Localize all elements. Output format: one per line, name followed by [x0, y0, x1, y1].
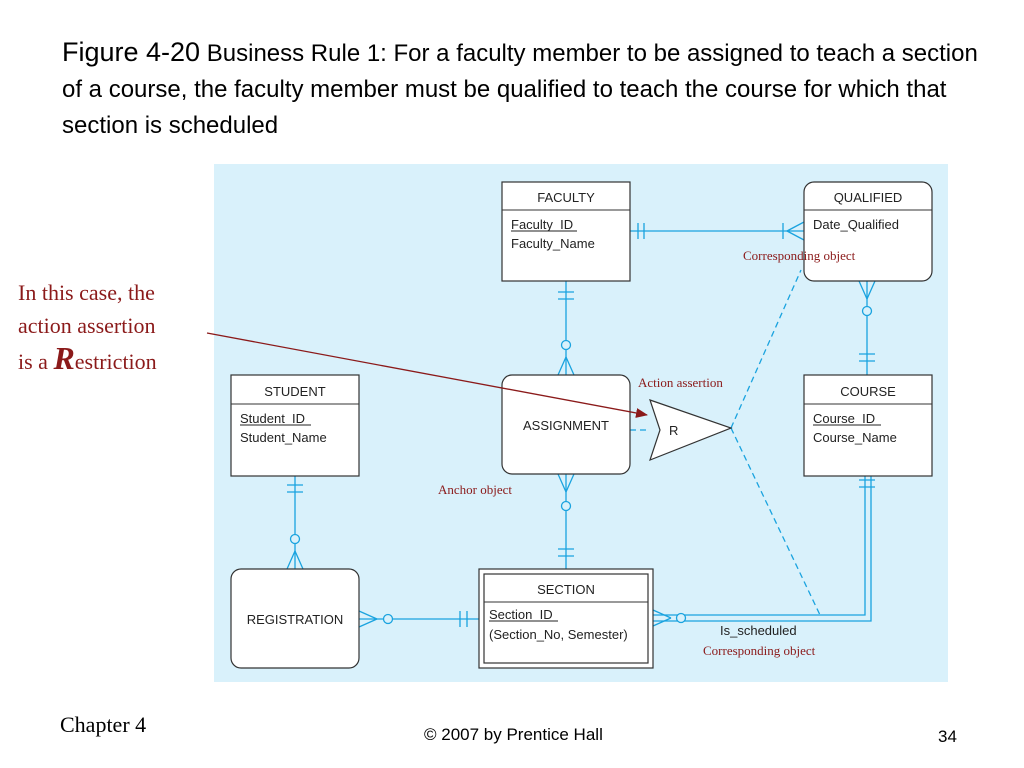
faculty-attr: Faculty_Name — [511, 236, 595, 251]
registration-optional-circle-right — [382, 613, 394, 625]
student-attr: Student_Name — [240, 430, 327, 445]
side-note: In this case, the action assertion is a … — [18, 276, 208, 378]
dashed-constraint-qualified — [730, 269, 802, 429]
course-one-mark-top — [859, 353, 875, 362]
annotation-corresponding-bottom: Corresponding object — [703, 643, 816, 658]
section-one-mark-top — [558, 548, 574, 557]
qualified-crowsfoot-bottom — [858, 280, 876, 300]
assignment-name: ASSIGNMENT — [523, 418, 609, 433]
section-optional-circle-right — [675, 612, 687, 624]
section-box-inner — [483, 573, 649, 664]
faculty-one-mark-bottom — [558, 291, 574, 300]
course-one-mark-bottom — [859, 479, 875, 488]
footer-chapter: Chapter 4 — [60, 712, 147, 737]
registration-crowsfoot-top — [286, 550, 304, 570]
constraint-letter: R — [669, 423, 678, 438]
annotation-action-assertion: Action assertion — [638, 375, 723, 390]
section-one-mark-left — [459, 611, 468, 627]
faculty-one-mark — [637, 223, 645, 239]
qualified-name: QUALIFIED — [834, 190, 903, 205]
assignment-crowsfoot-top — [557, 356, 575, 376]
annotation-anchor-object: Anchor object — [438, 482, 512, 497]
side-note-line-3: is a Restriction — [18, 342, 208, 378]
assignment-crowsfoot-bottom — [557, 473, 575, 493]
side-note-big-letter: R — [53, 340, 75, 376]
side-note-suffix: estriction — [74, 349, 157, 374]
section-name: SECTION — [537, 582, 595, 597]
faculty-name: FACULTY — [537, 190, 595, 205]
assignment-box — [501, 374, 631, 475]
qualified-attr: Date_Qualified — [813, 217, 899, 232]
qualified-box — [803, 181, 933, 282]
section-key: Section_ID — [489, 607, 553, 622]
is-scheduled-label: Is_scheduled — [720, 623, 797, 638]
side-note-line-1: In this case, the — [18, 280, 155, 305]
student-one-mark — [287, 484, 303, 493]
student-name: STUDENT — [264, 384, 325, 399]
registration-name: REGISTRATION — [247, 612, 344, 627]
side-note-prefix: is a — [18, 349, 54, 374]
constraint-symbol — [649, 399, 733, 462]
rel-section-course — [653, 476, 872, 622]
assignment-optional-circle-top — [560, 339, 572, 351]
annotation-arrow — [206, 332, 648, 418]
registration-optional-circle — [289, 533, 301, 545]
side-note-line-2: action assertion — [18, 313, 156, 338]
annotation-corresponding-top: Corresponding object — [743, 248, 856, 263]
section-box-outer — [478, 568, 654, 669]
course-attr: Course_Name — [813, 430, 897, 445]
faculty-key: Faculty_ID — [511, 217, 573, 232]
course-key: Course_ID — [813, 411, 875, 426]
figure-caption: Business Rule 1: For a faculty member to… — [62, 40, 978, 139]
assignment-optional-circle-bottom — [560, 500, 572, 512]
qualified-crowsfoot — [782, 221, 805, 241]
course-name: COURSE — [840, 384, 896, 399]
section-crowsfoot-right — [652, 609, 672, 627]
footer-page-number: 34 — [938, 727, 957, 746]
registration-crowsfoot-right — [358, 610, 378, 628]
figure-number: Figure 4-20 — [62, 37, 201, 67]
student-key: Student_ID — [240, 411, 305, 426]
dashed-constraint-scheduled — [730, 427, 821, 616]
registration-box — [230, 568, 360, 669]
section-attr: (Section_No, Semester) — [489, 627, 628, 642]
slide-title: Figure 4-20 Business Rule 1: For a facul… — [62, 34, 982, 144]
footer-copyright: © 2007 by Prentice Hall — [424, 725, 603, 744]
qualified-optional-circle — [861, 305, 873, 317]
